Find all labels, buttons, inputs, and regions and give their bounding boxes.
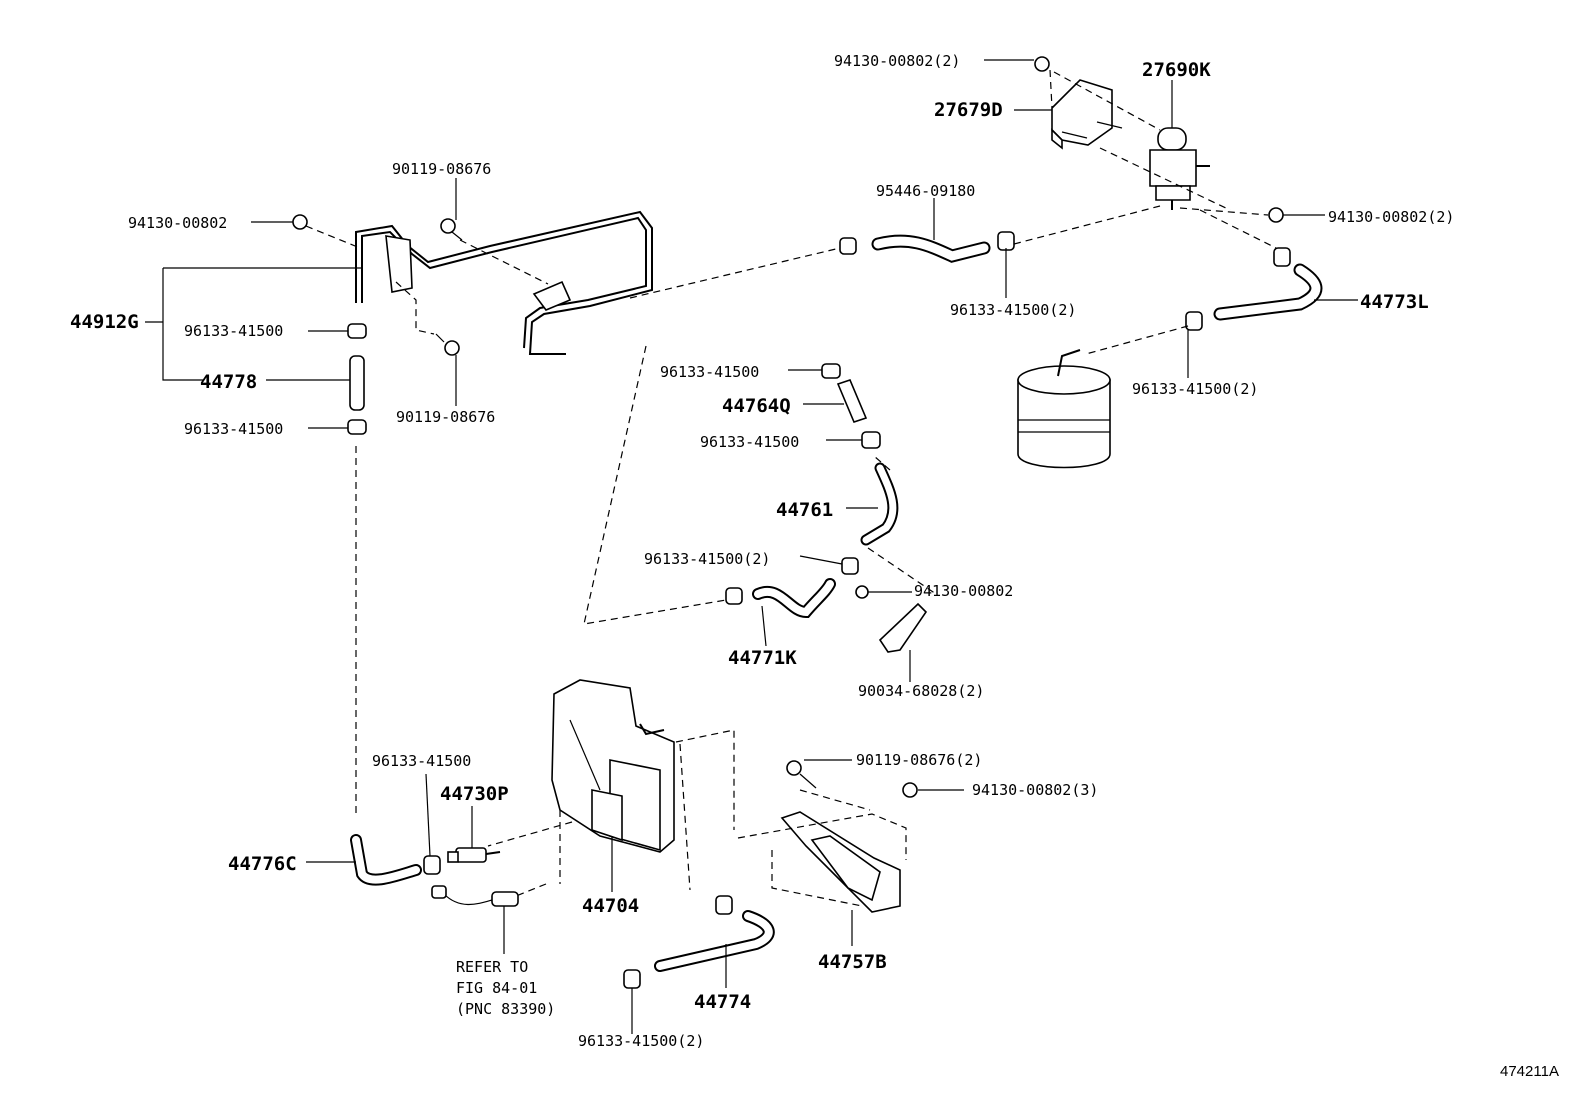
label-44764q: 44764Q — [722, 395, 791, 417]
label-44704: 44704 — [582, 895, 639, 917]
label-27679d: 27679D — [934, 99, 1003, 121]
clamp-icon — [423, 855, 441, 875]
label-44778: 44778 — [200, 371, 257, 393]
label-94130-00802-top: 94130-00802(2) — [834, 52, 960, 70]
clamp-icon — [1185, 311, 1203, 331]
clamp-icon — [997, 231, 1015, 251]
valve-bracket-27679d — [1051, 79, 1123, 150]
label-96133-41500-canister: 96133-41500(2) — [1132, 380, 1258, 398]
nut-icon — [855, 585, 869, 599]
label-96133-41500-h: 96133-41500(2) — [578, 1032, 704, 1050]
hose-95446-icon — [871, 234, 991, 263]
label-94130-00802-right: 94130-00802(2) — [1328, 208, 1454, 226]
label-94130-00802-g: 94130-00802(3) — [972, 781, 1098, 799]
label-96133-41500-d: 96133-41500 — [700, 433, 799, 451]
pressure-sensor-icon — [431, 885, 519, 907]
figure-number: 474211A — [1500, 1063, 1559, 1080]
hose-44774-icon — [654, 910, 775, 972]
label-44771k: 44771K — [728, 647, 797, 669]
charcoal-canister-icon — [1017, 349, 1111, 469]
bracket-44757b — [780, 811, 901, 913]
clamp-icon — [841, 557, 859, 575]
clamp-icon — [725, 587, 743, 605]
pipe-assembly-44912g — [355, 210, 653, 355]
nut-icon — [1268, 207, 1284, 223]
label-44757b: 44757B — [818, 951, 887, 973]
label-96133-41500-a: 96133-41500 — [184, 322, 283, 340]
label-refer-pnc: (PNC 83390) — [456, 1000, 555, 1018]
label-refer-fig: FIG 84-01 — [456, 979, 537, 997]
clamp-icon — [839, 237, 857, 255]
bolt-icon — [435, 333, 460, 356]
nut-icon — [1034, 56, 1050, 72]
nut-icon — [292, 214, 308, 230]
label-94130-00802-left: 94130-00802 — [128, 214, 227, 232]
clamp-icon — [347, 323, 367, 339]
clamp-icon — [623, 969, 641, 989]
label-90119-08676-g: 90119-08676(2) — [856, 751, 982, 769]
clamp-icon — [715, 895, 733, 915]
label-94130-00802-f: 94130-00802 — [914, 582, 1013, 600]
label-90119-08676-top: 90119-08676 — [392, 160, 491, 178]
label-44761: 44761 — [776, 499, 833, 521]
hose-44773l-icon — [1213, 263, 1323, 321]
hose-44761-icon — [860, 462, 899, 546]
vsv-valve-27690k — [1149, 127, 1210, 210]
label-90034-68028: 90034-68028(2) — [858, 682, 984, 700]
label-refer-to: REFER TO — [456, 958, 528, 976]
label-44912g: 44912G — [70, 311, 139, 333]
label-27690k: 27690K — [1142, 59, 1211, 81]
hose-44771k-icon — [752, 578, 836, 619]
nut-icon — [902, 782, 918, 798]
hose-44776c-icon — [350, 834, 422, 886]
part-labels: 94130-00802(2) 27690K 27679D 90119-08676… — [70, 52, 1559, 1080]
hose-44764q-icon — [836, 379, 868, 423]
clamp-icon — [347, 419, 367, 435]
vacuum-tank-44704 — [551, 679, 675, 853]
label-44730p: 44730P — [440, 783, 509, 805]
label-44773l: 44773L — [1360, 291, 1429, 313]
bolt-icon — [786, 760, 817, 789]
label-96133-41500-e: 96133-41500(2) — [644, 550, 770, 568]
label-96133-41500-mid2: 96133-41500(2) — [950, 301, 1076, 319]
vsv-44730p-icon — [447, 847, 501, 863]
clamp-icon — [821, 363, 841, 379]
label-96133-41500-b: 96133-41500 — [184, 420, 283, 438]
label-95446-09180: 95446-09180 — [876, 182, 975, 200]
label-44774: 44774 — [694, 991, 751, 1013]
clip-90034-icon — [878, 602, 928, 653]
hose-44778-icon — [349, 355, 365, 411]
bolt-icon — [440, 218, 463, 241]
label-96133-41500-c: 96133-41500 — [660, 363, 759, 381]
clamp-icon — [861, 431, 881, 449]
label-90119-08676-bottom: 90119-08676 — [396, 408, 495, 426]
label-96133-41500-g: 96133-41500 — [372, 752, 471, 770]
leader-lines — [145, 59, 1358, 1034]
clamp-icon — [1273, 247, 1291, 267]
label-44776c: 44776C — [228, 853, 297, 875]
